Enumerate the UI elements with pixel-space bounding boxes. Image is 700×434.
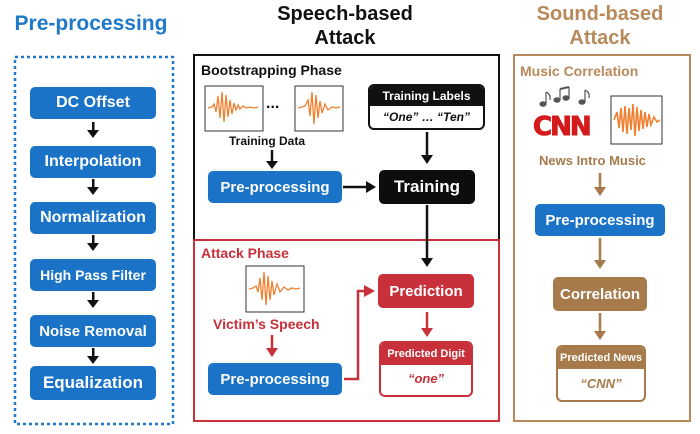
step-high-pass-filter: High Pass Filter xyxy=(30,259,156,291)
speech-title-line2: Attack xyxy=(314,27,376,49)
sound-preprocessing-box: Pre-processing xyxy=(535,204,665,236)
preprocessing-arrows xyxy=(87,122,99,364)
step-normalization: Normalization xyxy=(30,202,156,234)
correlation-box: Correlation xyxy=(553,277,647,311)
step-equalization: Equalization xyxy=(30,366,156,400)
predicted-digit-title: Predicted Digit xyxy=(381,343,471,365)
speech-title-line1: Speech-based xyxy=(277,3,413,25)
sound-frame xyxy=(513,54,691,422)
preprocessing-title: Pre-processing xyxy=(14,12,168,35)
bootstrap-arrows xyxy=(266,132,433,267)
bootstrap-phase-label: Bootstrapping Phase xyxy=(201,62,342,78)
speech-attack-title: Speech-based Attack xyxy=(240,2,450,50)
sound-attack-title: Sound-based Attack xyxy=(510,2,690,50)
training-box: Training xyxy=(379,170,475,204)
predicted-news-box: Predicted News “CNN” xyxy=(556,345,646,402)
prediction-box: Prediction xyxy=(378,274,474,308)
attack-frame xyxy=(193,239,500,422)
waveform-icon xyxy=(245,265,305,313)
bootstrap-preprocessing-box: Pre-processing xyxy=(208,171,342,203)
training-data-ellipsis: ... xyxy=(266,95,280,112)
attack-arrows xyxy=(266,285,433,381)
training-data-label: Training Data xyxy=(229,134,306,148)
training-labels-value: “One” … “Ten” xyxy=(383,110,470,124)
waveform-icon xyxy=(294,85,344,132)
training-labels-box: Training Labels “One” … “Ten” xyxy=(368,84,485,130)
victim-speech-label: Victim’s Speech xyxy=(213,316,320,332)
music-notes-icon xyxy=(539,86,590,107)
preprocessing-frame xyxy=(13,55,175,426)
step-noise-removal: Noise Removal xyxy=(30,315,156,347)
sound-title-line2: Attack xyxy=(569,27,631,49)
training-labels-title: Training Labels xyxy=(370,86,483,106)
step-dc-offset: DC Offset xyxy=(30,87,156,119)
predicted-digit-value: “one” xyxy=(407,371,445,386)
step-interpolation: Interpolation xyxy=(30,146,156,178)
attack-phase-label: Attack Phase xyxy=(201,245,289,261)
predicted-news-value: “CNN” xyxy=(580,376,622,391)
cnn-logo: CNN xyxy=(533,112,593,143)
waveform-icon xyxy=(610,95,663,145)
waveform-icon xyxy=(204,85,264,132)
sound-arrows xyxy=(594,173,606,340)
sound-title-line1: Sound-based xyxy=(536,3,664,25)
predicted-news-title: Predicted News xyxy=(558,347,644,369)
music-correlation-label: Music Correlation xyxy=(520,63,639,79)
news-intro-music-label: News Intro Music xyxy=(539,153,646,168)
predicted-digit-box: Predicted Digit “one” xyxy=(379,341,473,397)
attack-preprocessing-box: Pre-processing xyxy=(208,363,342,395)
